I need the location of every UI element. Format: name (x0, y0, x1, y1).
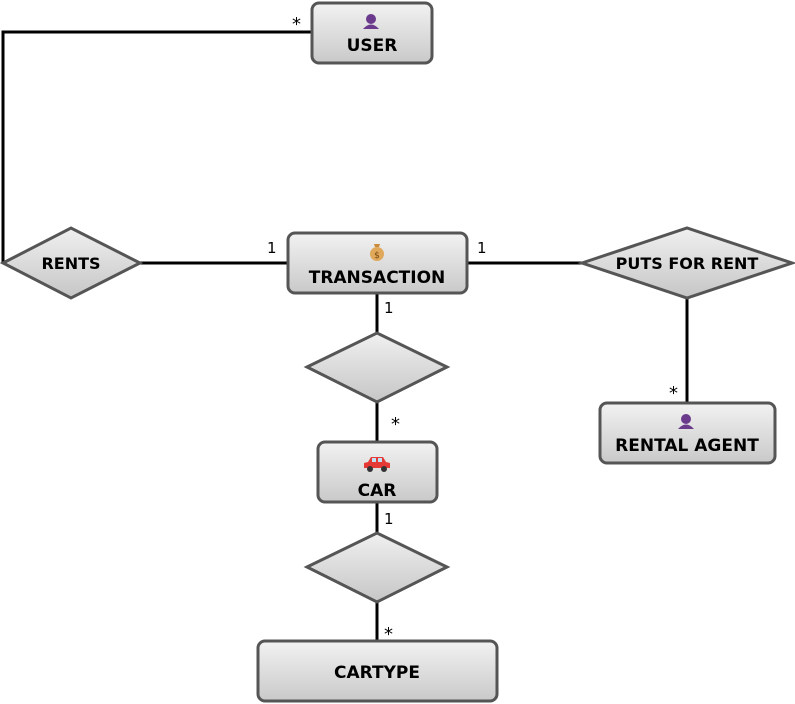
cardinality-car-up: * (391, 414, 400, 435)
relationship-rents-shape (0, 226, 144, 300)
relationship-puts-for-rent[interactable]: PUTS FOR RENT (577, 226, 795, 300)
cardinality-transaction-down: 1 (384, 299, 394, 317)
entity-rental-agent[interactable]: RENTAL AGENT (598, 401, 777, 465)
cardinality-car-down: 1 (384, 510, 394, 528)
cardinality-transaction-rents: 1 (267, 239, 277, 257)
relationship-car-cartype-shape (303, 531, 451, 604)
entity-transaction-box (286, 231, 469, 295)
cardinality-user-rents: * (292, 14, 301, 35)
cardinality-cartype-up: * (384, 624, 393, 645)
person-icon (363, 14, 379, 29)
entity-car-label: CAR (358, 481, 397, 501)
person-icon (678, 414, 694, 429)
car-icon (364, 457, 390, 472)
entity-transaction-label: TRANSACTION (309, 268, 446, 288)
money-bag-icon: $ (370, 244, 384, 261)
cardinality-transaction-puts: 1 (477, 239, 487, 257)
connectors (1, 30, 689, 641)
entity-cartype-label: CARTYPE (334, 663, 420, 683)
entity-cartype[interactable]: CARTYPE (256, 639, 499, 703)
entity-rental-agent-label: RENTAL AGENT (615, 436, 759, 456)
entity-cartype-box (256, 639, 499, 703)
relationship-rents[interactable]: RENTS (0, 226, 144, 300)
entity-car-box (316, 440, 439, 504)
entity-user[interactable]: USER (310, 1, 434, 65)
relationship-transaction-car[interactable] (303, 331, 451, 404)
entity-car[interactable]: CAR (316, 440, 439, 504)
connector-user-rents (1, 30, 312, 262)
entity-rental-agent-box (598, 401, 777, 465)
svg-text:$: $ (374, 251, 380, 261)
relationship-transaction-car-shape (303, 331, 451, 404)
relationship-puts-for-rent-shape (577, 226, 795, 300)
cardinalities: * 1 1 * 1 * 1 * (267, 14, 678, 645)
relationship-puts-for-rent-label: PUTS FOR RENT (616, 254, 759, 273)
relationship-rents-label: RENTS (41, 254, 100, 273)
cardinality-agent-puts: * (669, 383, 678, 404)
entity-user-label: USER (347, 36, 398, 56)
relationship-car-cartype[interactable] (303, 531, 451, 604)
entity-user-box (310, 1, 434, 65)
entity-transaction[interactable]: $ TRANSACTION (286, 231, 469, 295)
